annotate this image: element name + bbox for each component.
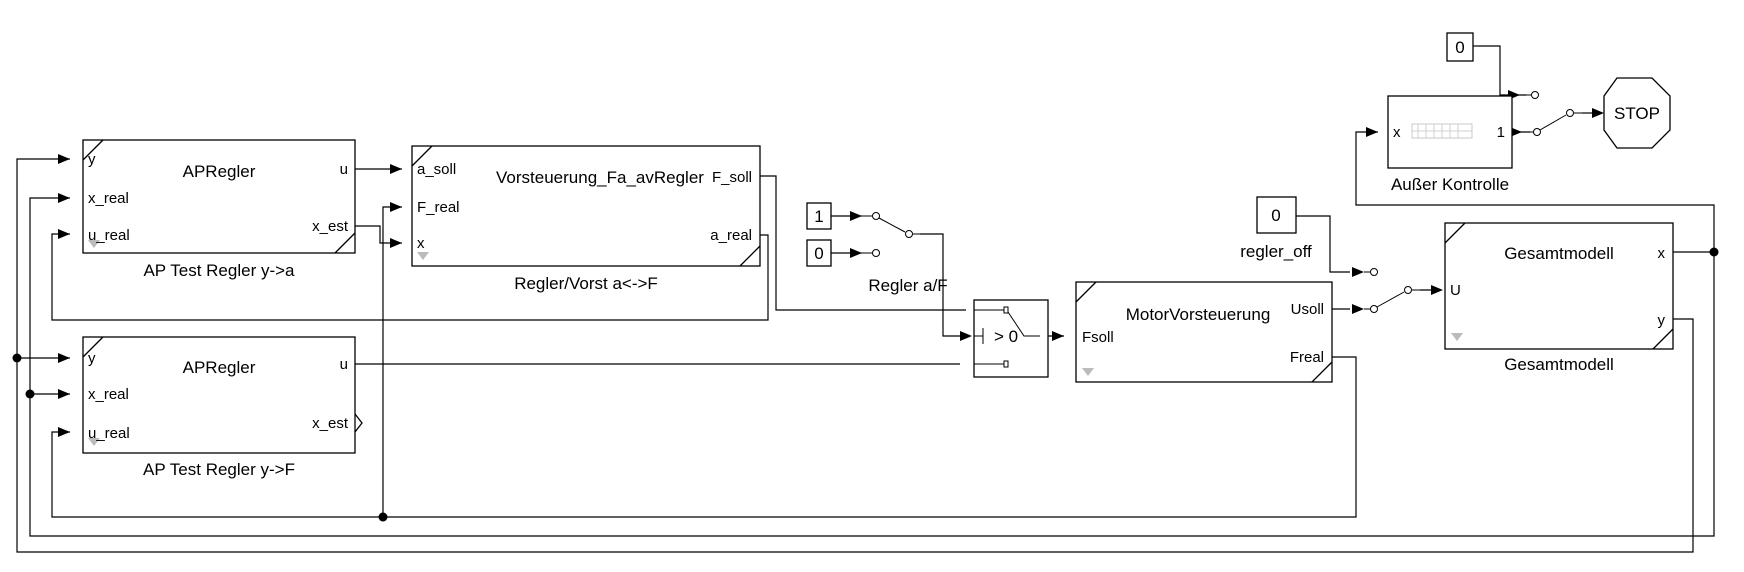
apregler-a-port-u: u — [340, 161, 348, 178]
const-zero-a-value: 0 — [814, 244, 823, 263]
gesamtmodell-block[interactable]: Gesamtmodell U x y Gesamtmodell — [1444, 222, 1674, 374]
manual-switch-regler[interactable]: Regler a/F — [862, 212, 948, 296]
const-one-value: 1 — [814, 207, 823, 226]
motor-block[interactable]: MotorVorsteuerung Fsoll Usoll Freal — [1075, 281, 1333, 383]
vorsteuerung-port-f-soll: F_soll — [712, 169, 752, 186]
motor-port-usoll: Usoll — [1291, 301, 1324, 318]
apregler-f-caption: AP Test Regler y->F — [143, 460, 295, 479]
const-one-block[interactable]: 1 — [806, 202, 832, 230]
manual-switch-stop[interactable] — [1520, 91, 1582, 136]
ausser-kontrolle-caption: Außer Kontrolle — [1391, 175, 1509, 194]
apregler-f-block[interactable]: APRegler y x_real u_real u x_est AP Test… — [82, 336, 363, 479]
const-zero-a-block[interactable]: 0 — [806, 239, 832, 267]
gesamtmodell-title: Gesamtmodell — [1504, 244, 1614, 263]
motor-port-fsoll: Fsoll — [1082, 329, 1114, 346]
gesamtmodell-port-x: x — [1658, 245, 1666, 262]
gesamtmodell-port-y: y — [1658, 312, 1666, 329]
ausser-kontrolle-port-1: 1 — [1497, 124, 1505, 141]
const-regler-off-value: 0 — [1271, 206, 1280, 225]
vorsteuerung-caption: Regler/Vorst a<->F — [514, 274, 658, 293]
vorsteuerung-port-x: x — [417, 235, 425, 252]
const-stop-value: 0 — [1455, 38, 1464, 57]
ausser-kontrolle-icon — [1411, 123, 1473, 139]
vorsteuerung-port-a-real: a_real — [710, 227, 752, 244]
switch-gt-block[interactable]: > 0 — [973, 299, 1049, 378]
apregler-f-title: APRegler — [183, 358, 256, 377]
gesamtmodell-caption: Gesamtmodell — [1504, 355, 1614, 374]
branch-points — [12, 247, 1719, 522]
ausser-kontrolle-block[interactable]: x 1 Außer Kontrolle — [1387, 95, 1513, 194]
stop-label: STOP — [1614, 104, 1660, 123]
stop-block[interactable]: STOP — [1603, 77, 1671, 149]
apregler-f-port-u: u — [340, 356, 348, 373]
apregler-f-port-x-real: x_real — [88, 386, 129, 403]
vorsteuerung-port-f-real: F_real — [417, 199, 460, 216]
vorsteuerung-block[interactable]: Vorsteuerung_Fa_avRegler a_soll F_real x… — [411, 145, 761, 293]
motor-title: MotorVorsteuerung — [1126, 305, 1271, 324]
vorsteuerung-title: Vorsteuerung_Fa_avRegler — [496, 168, 704, 187]
manual-switch-regler-off[interactable] — [1364, 268, 1420, 313]
vorsteuerung-port-a-soll: a_soll — [417, 161, 456, 178]
apregler-f-port-y: y — [88, 350, 96, 367]
const-stop-block[interactable]: 0 — [1446, 32, 1474, 62]
ausser-kontrolle-port-x: x — [1393, 124, 1401, 141]
apregler-f-port-x-est: x_est — [312, 415, 349, 432]
apregler-a-port-x-real: x_real — [88, 190, 129, 207]
motor-port-freal: Freal — [1290, 349, 1324, 366]
apregler-f-port-u-real: u_real — [88, 425, 130, 442]
manual-switch-regler-caption: Regler a/F — [868, 276, 947, 295]
apregler-a-port-y: y — [88, 151, 96, 168]
apregler-a-block[interactable]: APRegler y x_real u_real u x_est AP Test… — [82, 139, 356, 280]
const-regler-off-block[interactable]: 0 regler_off — [1240, 196, 1312, 261]
apregler-a-caption: AP Test Regler y->a — [143, 261, 295, 280]
apregler-a-port-u-real: u_real — [88, 227, 130, 244]
switch-gt-threshold: > 0 — [994, 327, 1018, 346]
const-regler-off-caption: regler_off — [1240, 242, 1312, 261]
apregler-a-port-x-est: x_est — [312, 218, 349, 235]
apregler-a-title: APRegler — [183, 162, 256, 181]
gesamtmodell-port-u: U — [1450, 282, 1461, 299]
